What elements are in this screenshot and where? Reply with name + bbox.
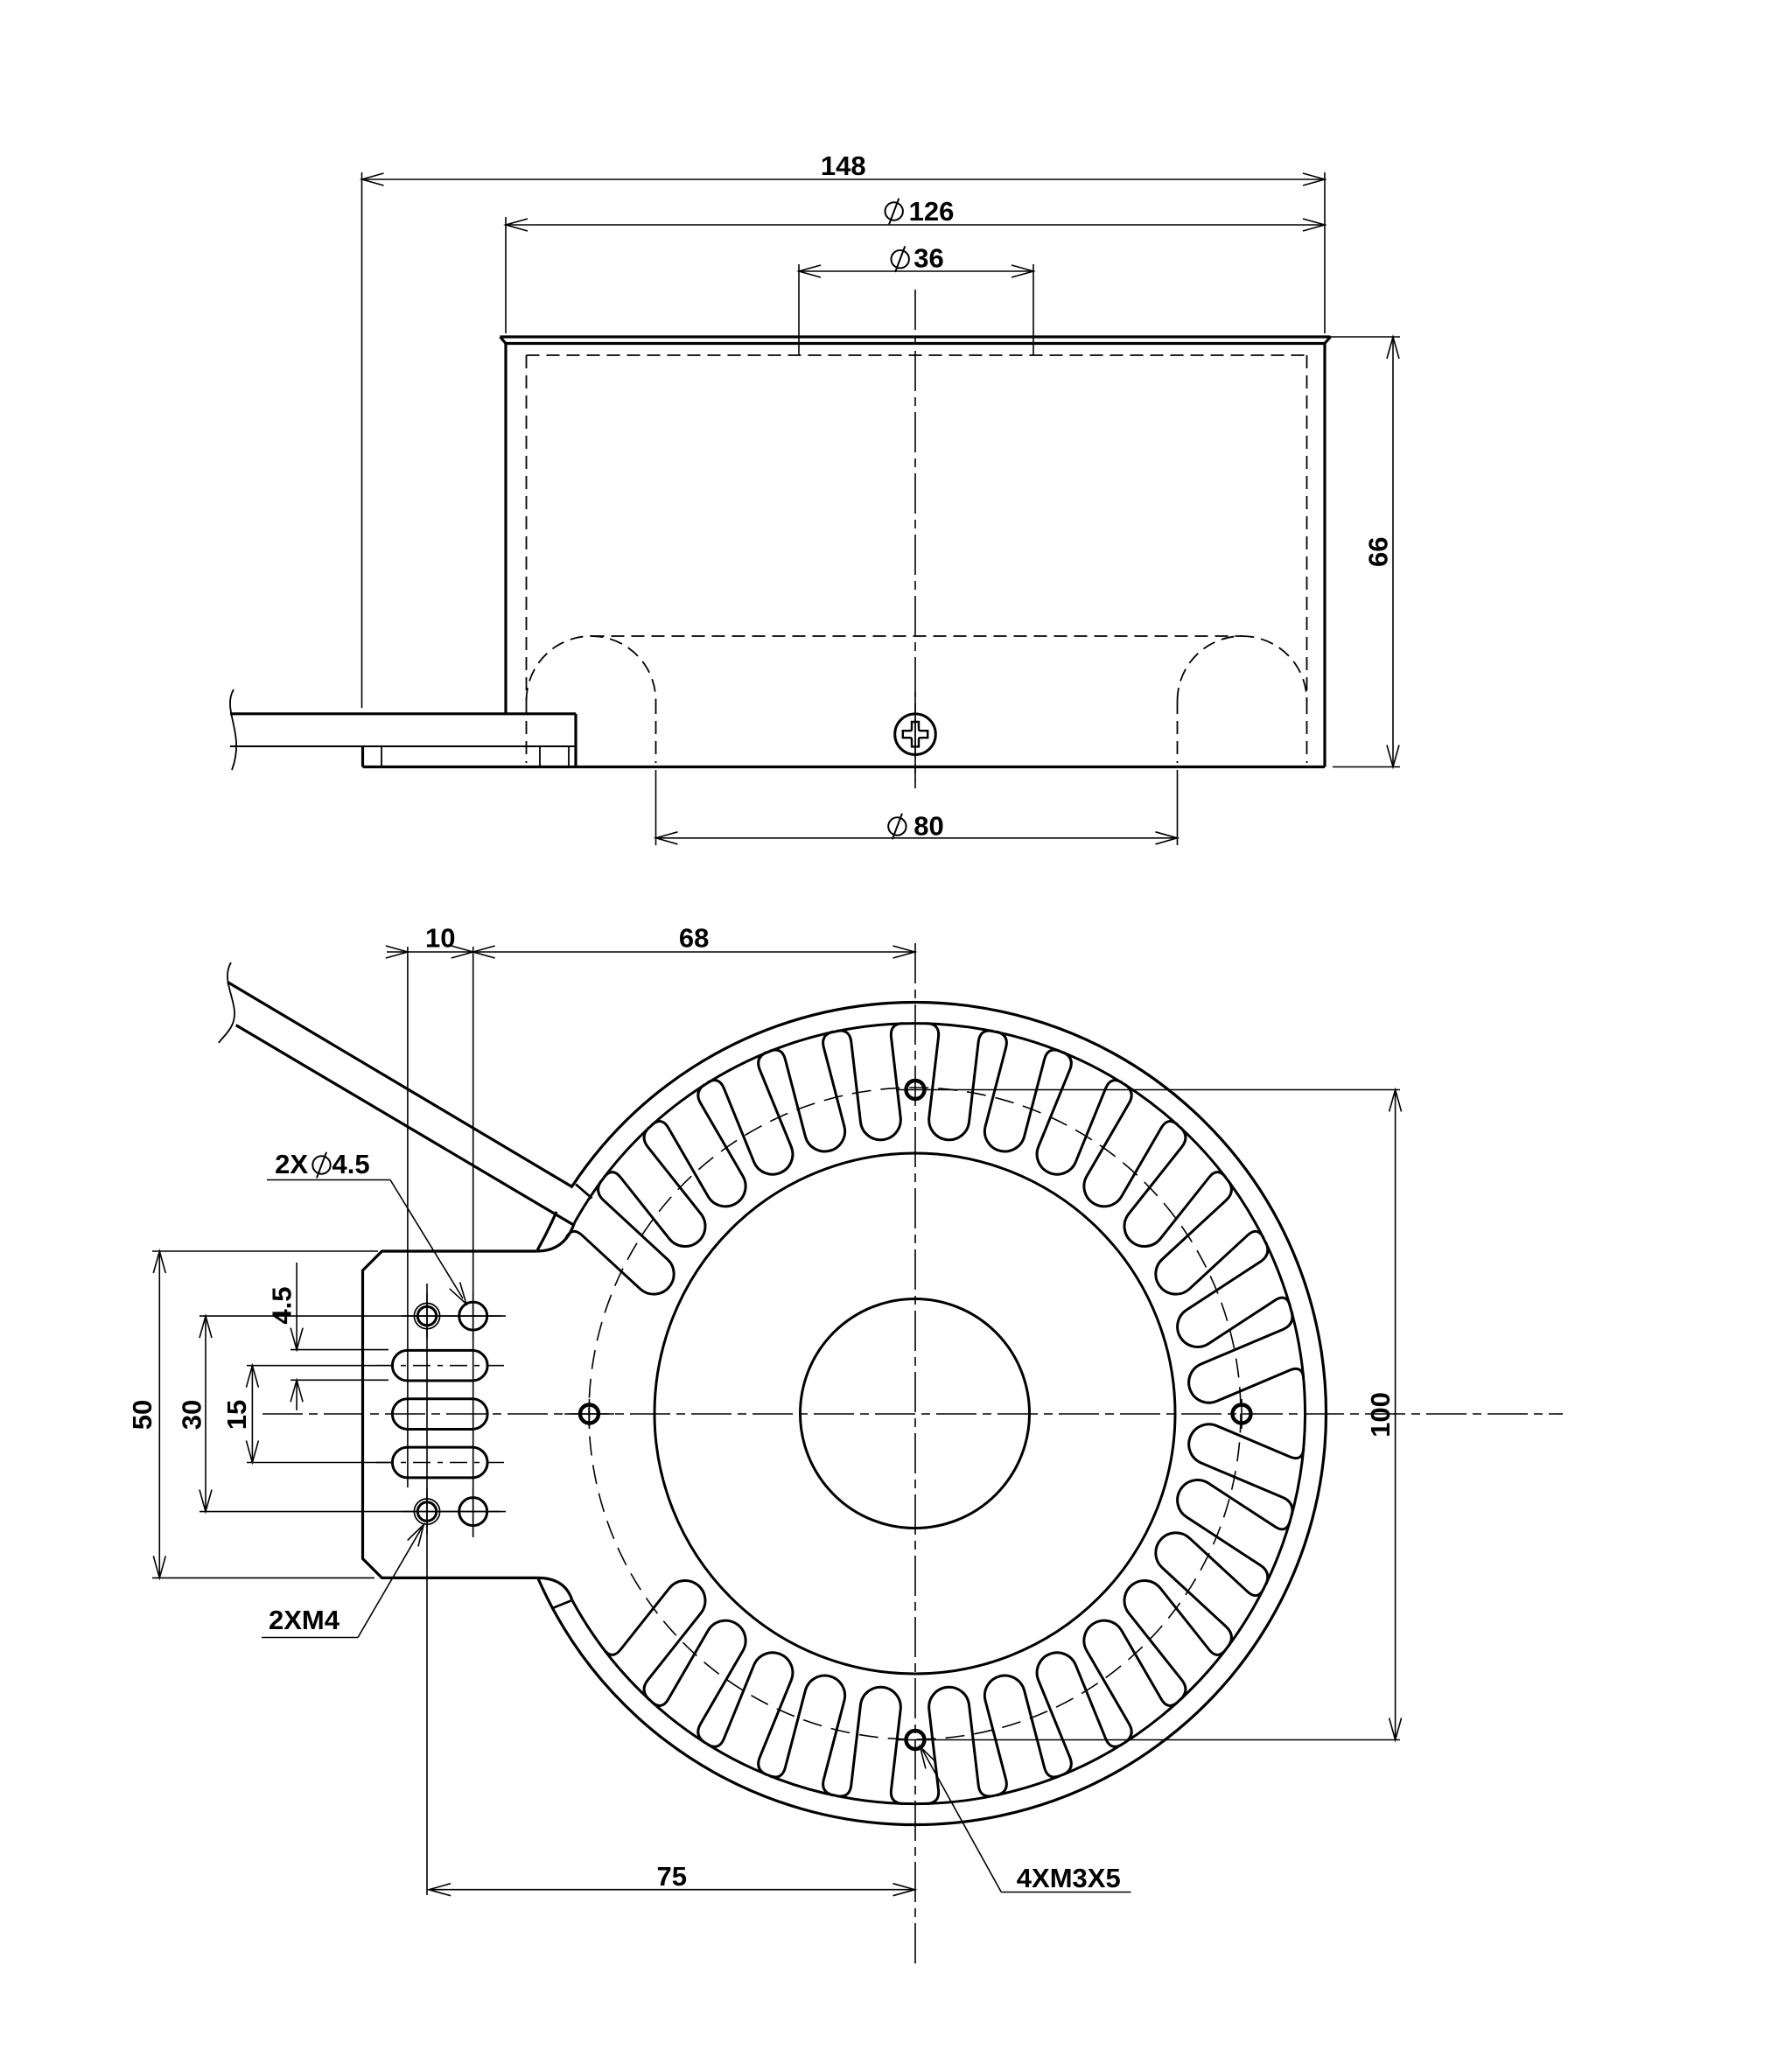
svg-text:68: 68: [679, 923, 709, 954]
svg-text:4XM3X5: 4XM3X5: [1017, 1863, 1121, 1893]
svg-text:15: 15: [221, 1400, 252, 1430]
svg-text:30: 30: [177, 1400, 207, 1430]
svg-text:80: 80: [914, 811, 943, 842]
svg-text:2XM4: 2XM4: [269, 1605, 340, 1635]
svg-text:10: 10: [425, 923, 455, 954]
svg-text:100: 100: [1365, 1392, 1396, 1438]
svg-text:148: 148: [821, 150, 866, 181]
svg-text:75: 75: [657, 1861, 687, 1892]
svg-text:50: 50: [127, 1400, 158, 1430]
svg-text:36: 36: [914, 243, 943, 274]
svg-text:4.5: 4.5: [332, 1149, 370, 1179]
svg-text:2X: 2X: [275, 1149, 308, 1179]
svg-text:126: 126: [909, 196, 955, 227]
svg-text:4.5: 4.5: [267, 1286, 298, 1324]
svg-text:66: 66: [1363, 537, 1394, 567]
